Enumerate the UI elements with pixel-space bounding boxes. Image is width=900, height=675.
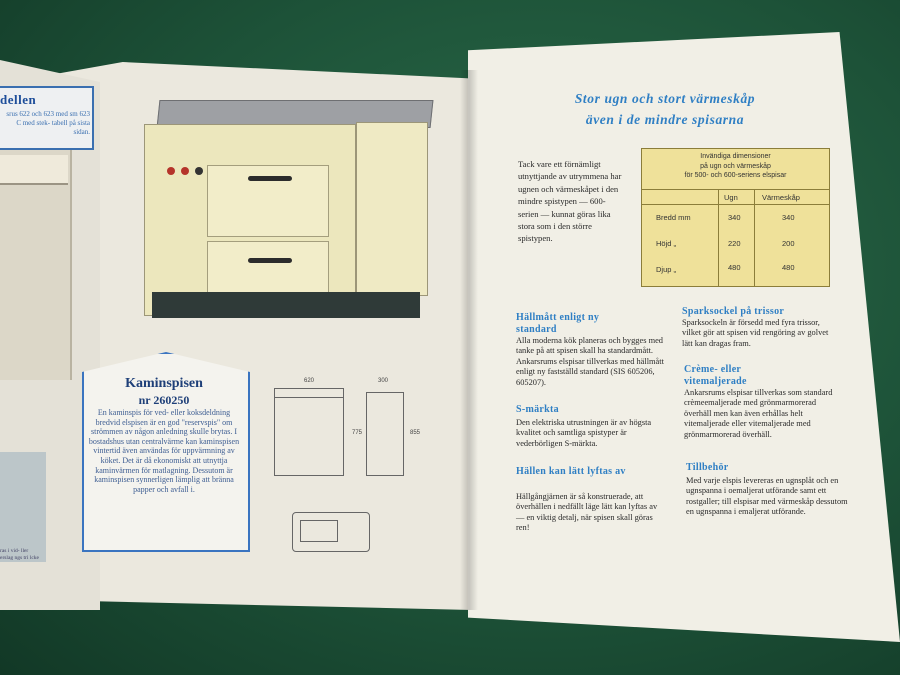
caption-line: på ugn och värmeskåp	[700, 162, 771, 170]
section-body-hallmatt: Alla moderna kök planeras och bygges med…	[516, 336, 664, 387]
section-title-creme: Crème- eller vitemaljerade	[684, 364, 747, 387]
row-label: Djup „	[656, 265, 677, 274]
heading-line-2: även i de mindre spisarna	[585, 112, 745, 127]
dimensions-table: Invändiga dimensioner på ugn och värmesk…	[641, 148, 830, 287]
section-body-hallen: Hällgångjärnen är så konstruerade, att ö…	[516, 492, 658, 533]
table-cell: 340	[728, 213, 741, 222]
table-cell: 480	[782, 263, 795, 272]
kaminspisen-title: Kaminspisen	[125, 376, 203, 391]
section-title-tillbehor: Tillbehör	[686, 462, 729, 473]
section-title-hallen: Hällen kan lätt lyftas av	[516, 466, 626, 477]
stove-body	[144, 124, 356, 316]
dimension-label: 620	[304, 378, 315, 384]
caption-line: Invändiga dimensioner	[700, 153, 771, 160]
book-gutter	[460, 70, 478, 610]
dimension-label: 855	[410, 430, 421, 436]
section-title-sparksockel: Sparksockel på trissor	[682, 306, 785, 317]
previous-stove-top	[0, 155, 68, 185]
table-rule	[642, 204, 829, 205]
table-cell: 200	[782, 239, 795, 248]
knob-icon	[167, 167, 175, 175]
top-view-drawing	[292, 512, 370, 552]
top-view-plate	[300, 520, 338, 542]
photo-caption: ras i vid- ller erslag ngs tri lcke	[0, 548, 39, 561]
section-title-smarkta: S-märkta	[516, 404, 559, 415]
column-header-varmeskap: Värmeskåp	[762, 193, 800, 202]
row-label: Höjd „	[656, 239, 677, 248]
section-body-creme: Ankarsrums elspisar tillverkas som stand…	[684, 388, 833, 439]
page-heading: Stor ugn och stort värmeskåp även i de m…	[520, 88, 810, 130]
table-rule	[754, 189, 755, 286]
model-info-text: srus 622 och 623 med sm 623 C med stek- …	[6, 110, 90, 136]
table-cell: 480	[728, 263, 741, 272]
right-page	[468, 32, 900, 642]
section-body-tillbehor: Med varje elspis levereras en ugnsplåt o…	[686, 476, 848, 517]
table-rule	[718, 189, 719, 286]
dimensions-caption: Invändiga dimensioner på ugn och värmesk…	[642, 152, 829, 181]
row-label: Bredd mm	[656, 213, 691, 222]
side-view-drawing	[366, 392, 404, 476]
oven-door	[207, 165, 329, 237]
stove-plinth	[152, 292, 420, 318]
section-title-hallmatt: Hällmått enligt ny standard	[516, 312, 600, 335]
previous-stove-illustration	[0, 150, 72, 380]
heading-line-1: Stor ugn och stort värmeskåp	[574, 91, 756, 106]
table-cell: 340	[782, 213, 795, 222]
dimension-label: 775	[352, 430, 363, 436]
knob-icon	[195, 167, 203, 175]
section-body-smarkta: Den elektriska utrustningen är av högsta…	[516, 418, 652, 448]
column-header-ugn: Ugn	[724, 193, 738, 202]
model-info-title: dellen	[0, 92, 37, 107]
oven-handle	[248, 176, 292, 181]
front-view-drawing	[274, 388, 344, 476]
model-info-box	[0, 86, 94, 150]
front-view-top	[274, 388, 344, 398]
table-rule	[642, 189, 829, 190]
drawer-handle	[248, 258, 292, 263]
intro-paragraph: Tack vare ett förnämligt utnyttjande av …	[518, 159, 622, 244]
dimension-label: 300	[378, 378, 389, 384]
kaminspisen-number: nr 260250	[138, 393, 190, 407]
kaminspisen-text: En kaminspis för ved- eller koksdeldning…	[88, 408, 240, 494]
section-body-sparksockel: Sparksockeln är försedd med fyra trissor…	[682, 318, 829, 348]
photo-fragment	[0, 452, 46, 562]
stove-illustration	[144, 100, 434, 340]
stove-side-cabinet	[356, 122, 428, 296]
knob-icon	[181, 167, 189, 175]
table-cell: 220	[728, 239, 741, 248]
caption-line: för 500- och 600-seriens elspisar	[684, 172, 787, 179]
kaminspisen-box	[82, 352, 250, 552]
